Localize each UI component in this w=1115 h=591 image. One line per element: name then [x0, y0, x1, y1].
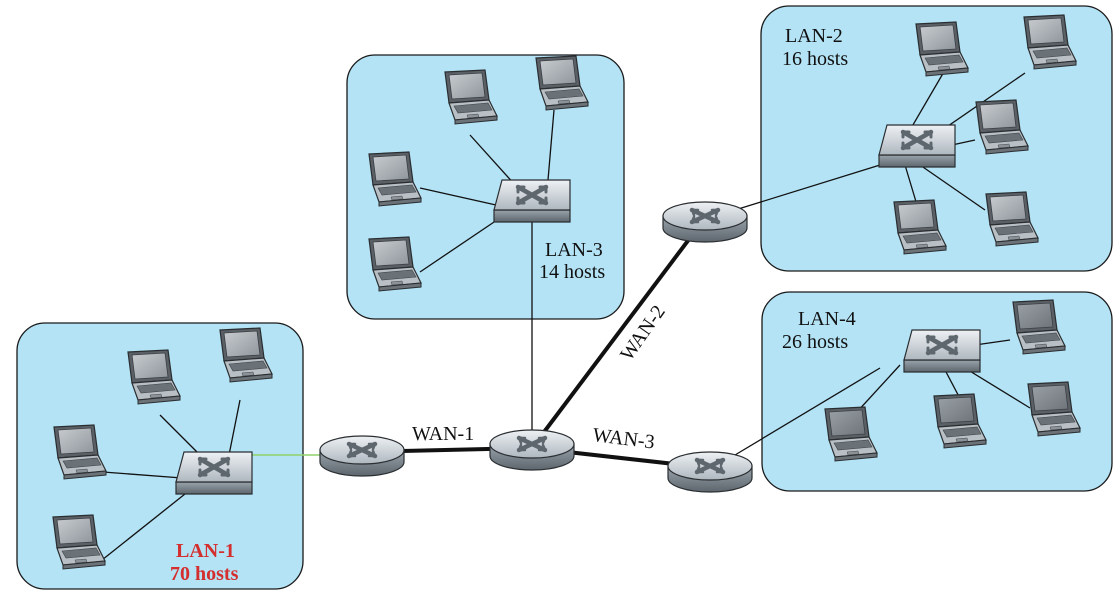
router-icon [320, 436, 404, 476]
lan-2-uplink [734, 164, 881, 211]
lan-1-hosts: 70 hosts [170, 563, 239, 585]
host-links [101, 69, 1031, 561]
switch-icon [176, 452, 252, 494]
lan-3-hosts: 14 hosts [539, 261, 605, 283]
lan-2-name: LAN-2 [785, 25, 843, 47]
lan-2-hosts: 16 hosts [782, 48, 848, 70]
router-icon [663, 202, 747, 242]
lan-1-name: LAN-1 [176, 540, 235, 562]
lan-4-uplink [734, 367, 881, 456]
switch-icon [879, 125, 955, 167]
wan-1-label: WAN-1 [412, 423, 474, 445]
wan-2-label: WAN-2 [616, 301, 670, 365]
lan-3-area [346, 54, 625, 320]
lan-4-name: LAN-4 [798, 308, 856, 330]
router-icon [668, 452, 752, 492]
switch-icon [904, 330, 980, 372]
switch-icon [494, 180, 570, 222]
wan-3-label: WAN-3 [591, 424, 655, 453]
lan-4-hosts: 26 hosts [782, 331, 848, 353]
wan-2-link [530, 216, 707, 450]
lan-3-name: LAN-3 [545, 239, 603, 261]
router-icon [490, 430, 574, 470]
